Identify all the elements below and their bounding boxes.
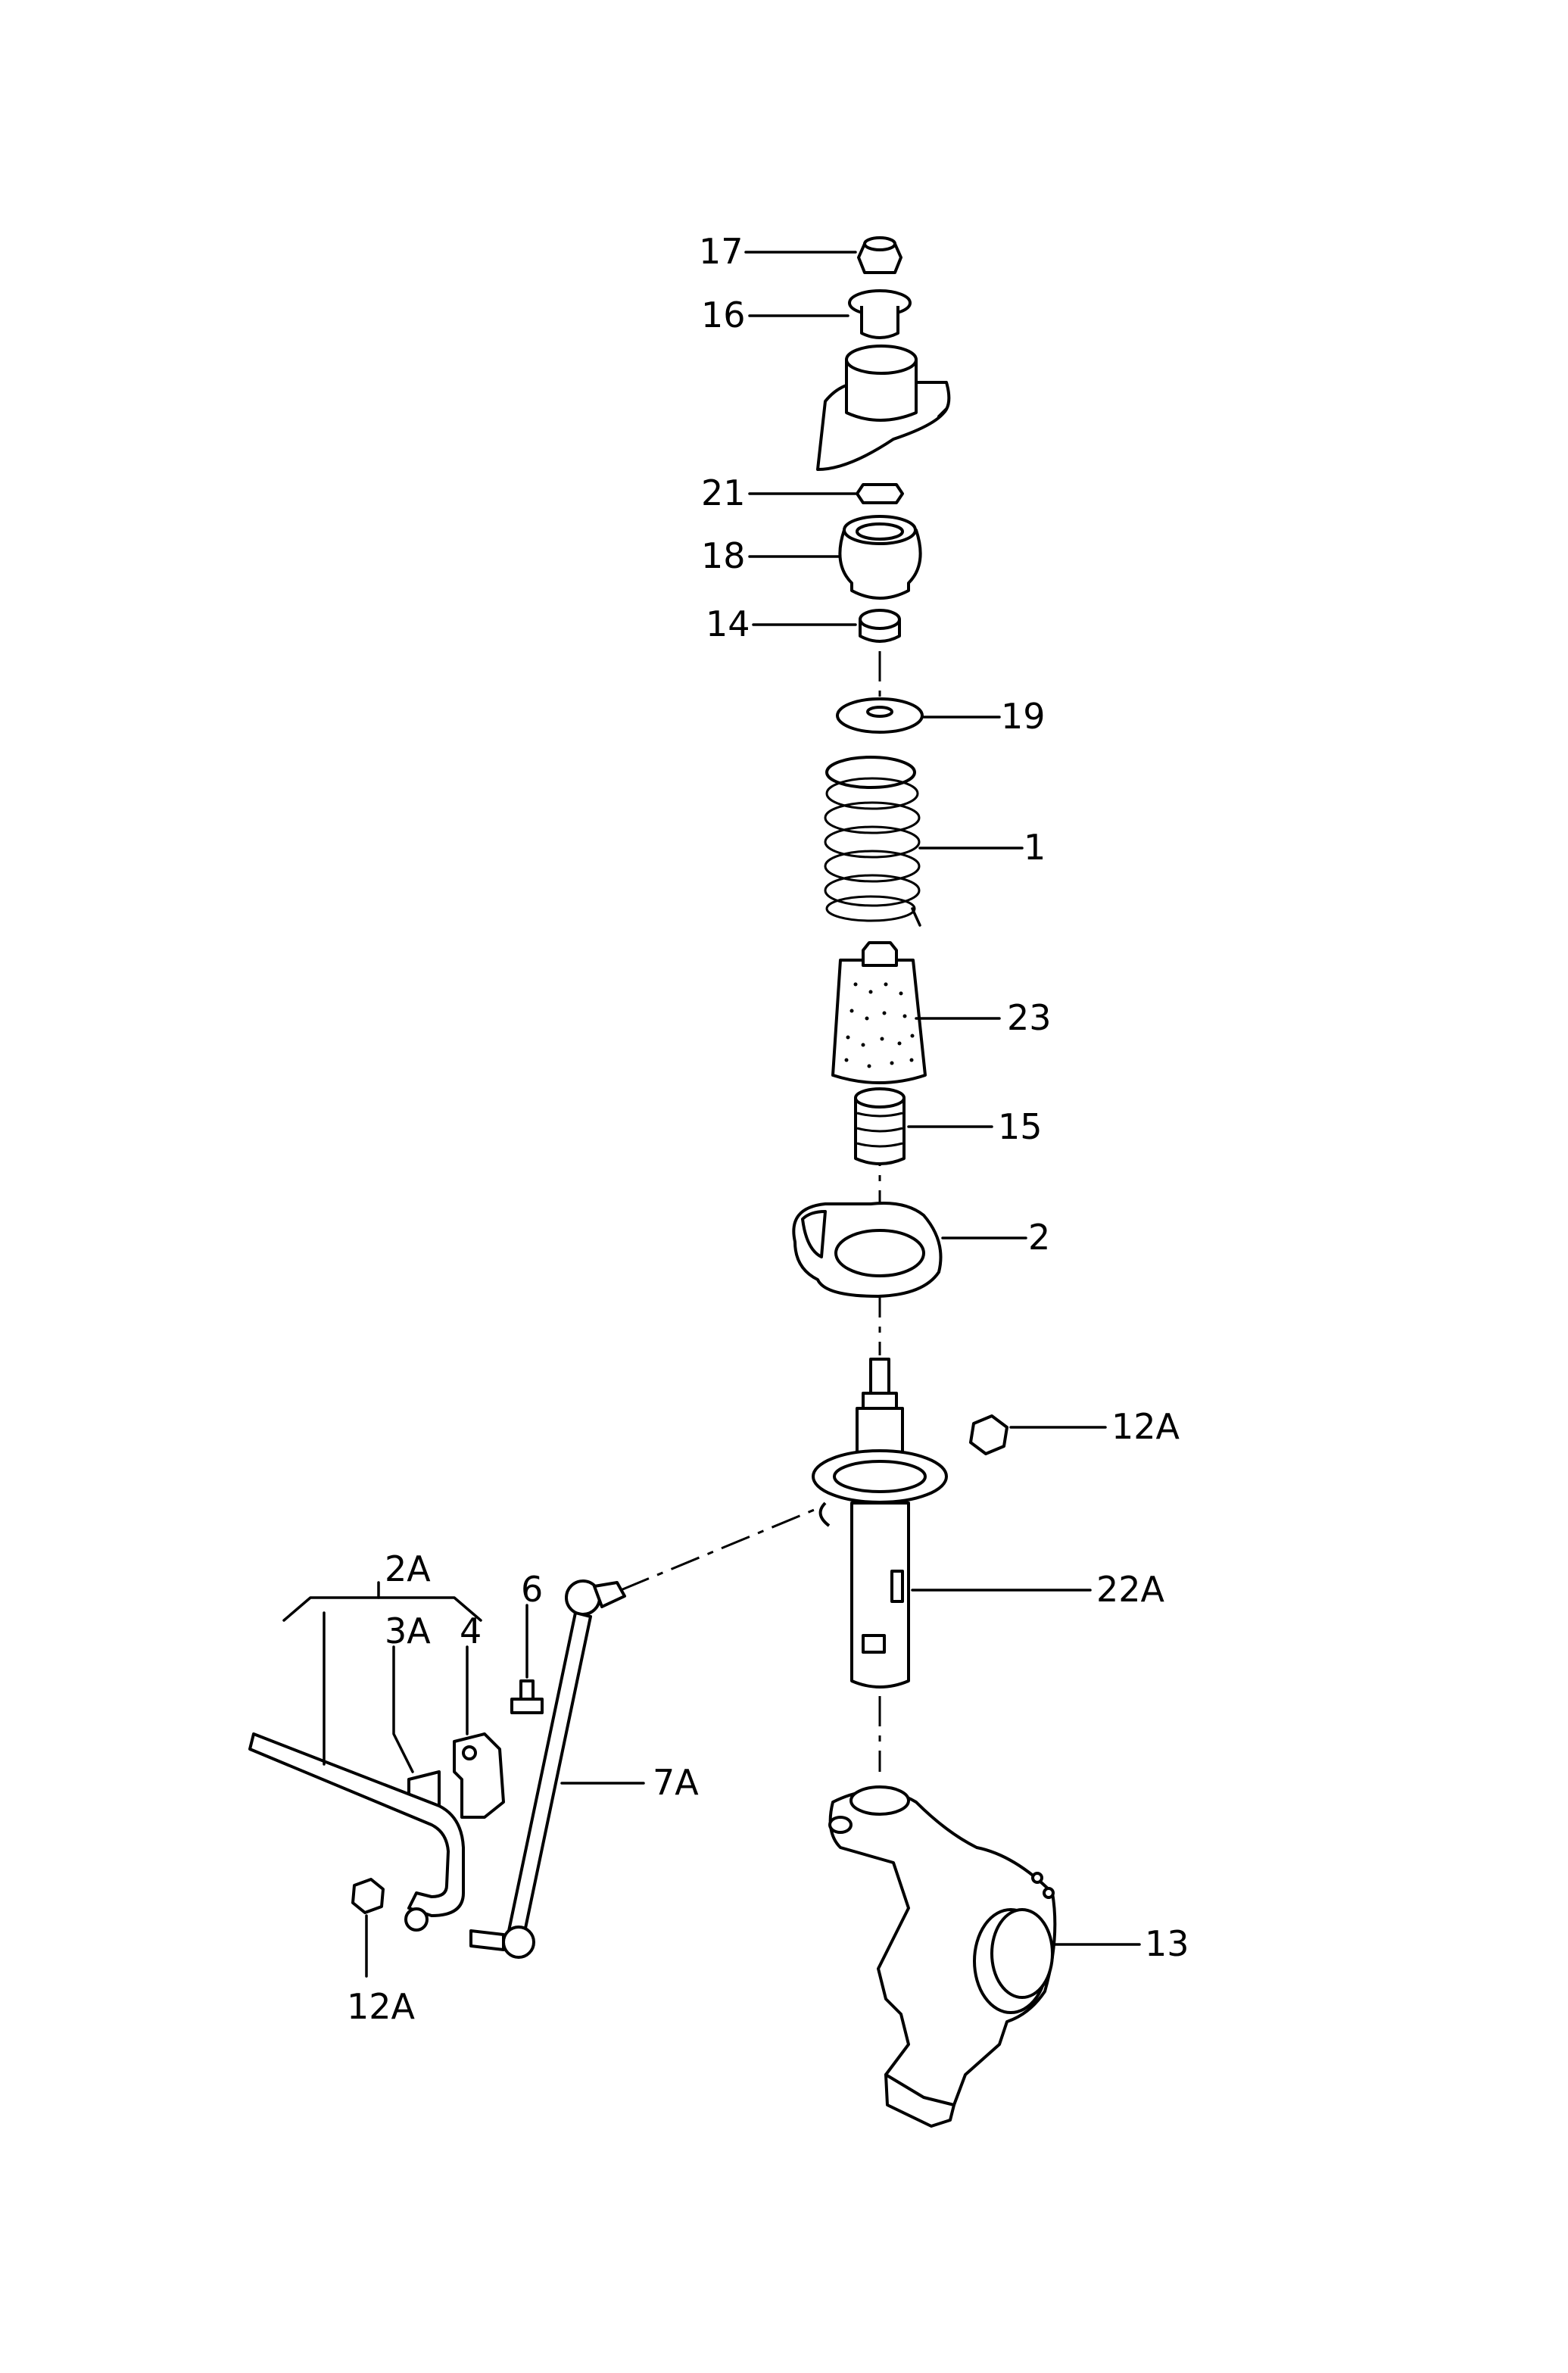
label-19: 19 [1001, 696, 1046, 737]
stabilizer-bar [248, 1732, 465, 1932]
label-23: 23 [1007, 997, 1052, 1038]
part-1-coil-spring [824, 756, 921, 927]
part-12A-nut-left [351, 1878, 385, 1914]
part-21-nut [856, 483, 904, 504]
label-4: 4 [460, 1611, 482, 1651]
label-17: 17 [699, 231, 743, 272]
label-2A: 2A [385, 1548, 431, 1589]
label-16: 16 [701, 295, 746, 335]
label-1: 1 [1024, 827, 1046, 868]
leader-lines [282, 251, 1141, 1978]
part-4-clamp [453, 1732, 505, 1819]
label-2: 2 [1028, 1217, 1050, 1258]
part-22A-strut [812, 1358, 948, 1689]
label-18: 18 [701, 535, 746, 576]
part-7A-stabilizer-link [469, 1579, 626, 1959]
label-15: 15 [998, 1106, 1043, 1147]
label-12A-right: 12A [1111, 1406, 1180, 1447]
part-14-washer [859, 609, 901, 643]
label-3A: 3A [385, 1611, 431, 1651]
part-18-bump-stop [838, 515, 922, 600]
label-7A: 7A [653, 1762, 699, 1803]
part-17-nut [857, 236, 902, 274]
label-12A-left: 12A [347, 1986, 416, 2027]
label-21: 21 [701, 472, 746, 513]
part-6-bolt [510, 1679, 544, 1714]
part-19-spring-seat [836, 697, 924, 734]
label-13: 13 [1145, 1923, 1189, 1964]
label-6: 6 [521, 1569, 543, 1610]
label-22A: 22A [1096, 1569, 1165, 1610]
boot-texture [844, 982, 915, 1068]
part-23-boot [831, 941, 927, 1084]
body-mount [816, 345, 951, 471]
axis-line-link [620, 1505, 822, 1592]
part-13-steering-knuckle [828, 1785, 1057, 2128]
part-16-cap [848, 289, 912, 339]
label-14: 14 [706, 603, 750, 644]
part-2-spring-plate [792, 1202, 943, 1298]
part-12A-nut-right [969, 1414, 1008, 1455]
part-15-bump-rubber [854, 1087, 906, 1165]
